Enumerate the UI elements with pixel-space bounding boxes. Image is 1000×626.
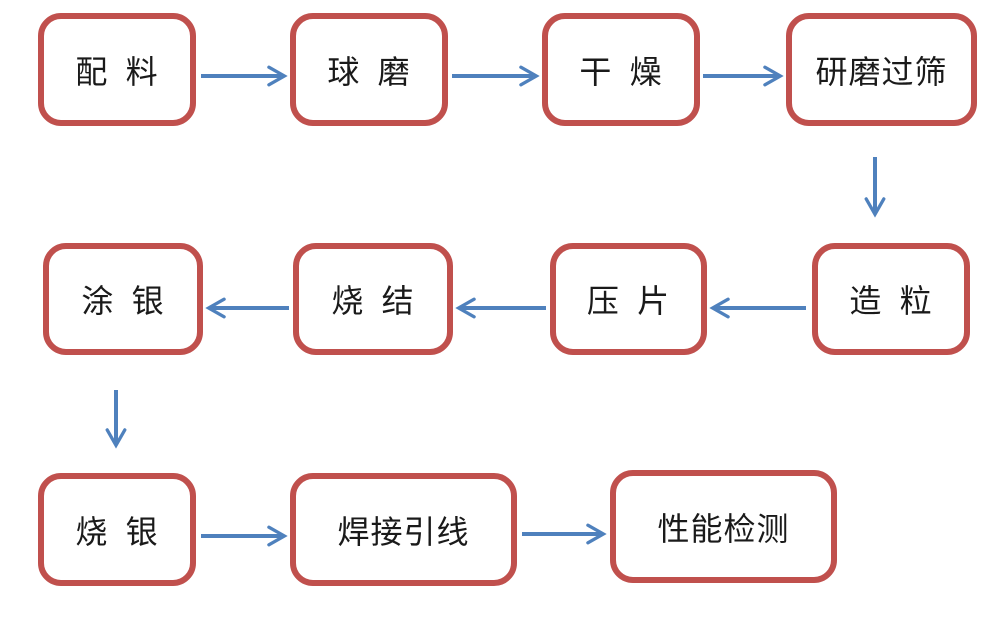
flow-node-label: 配 料 (75, 52, 159, 91)
flow-node-zaoli: 造 粒 (812, 243, 970, 355)
flow-node-tuyin: 涂 银 (43, 243, 203, 355)
flow-node-shaojie: 烧 结 (293, 243, 453, 355)
flow-node-yanmo-guoshai: 研磨过筛 (786, 13, 977, 126)
flow-node-label: 烧 银 (75, 512, 159, 551)
flow-node-label: 焊接引线 (337, 512, 470, 551)
flow-node-ganzao: 干 燥 (542, 13, 700, 126)
flow-node-label: 干 燥 (579, 52, 663, 91)
flow-node-label: 研磨过筛 (815, 52, 948, 91)
flow-node-xingneng-jiance: 性能检测 (610, 470, 837, 583)
flow-node-label: 球 磨 (327, 52, 411, 91)
flow-node-label: 压 片 (586, 282, 671, 320)
flow-node-hanjie-yinxian: 焊接引线 (290, 473, 517, 586)
flow-node-shaoyin: 烧 银 (38, 473, 196, 586)
flow-node-label: 烧 结 (331, 282, 415, 320)
flow-node-peiliao: 配 料 (38, 13, 196, 126)
flow-node-label: 造 粒 (849, 282, 933, 320)
flow-node-label: 涂 银 (81, 282, 165, 320)
flow-node-qiumo: 球 磨 (290, 13, 448, 126)
flow-node-label: 性能检测 (657, 509, 790, 548)
flow-node-yapian: 压 片 (550, 243, 707, 355)
